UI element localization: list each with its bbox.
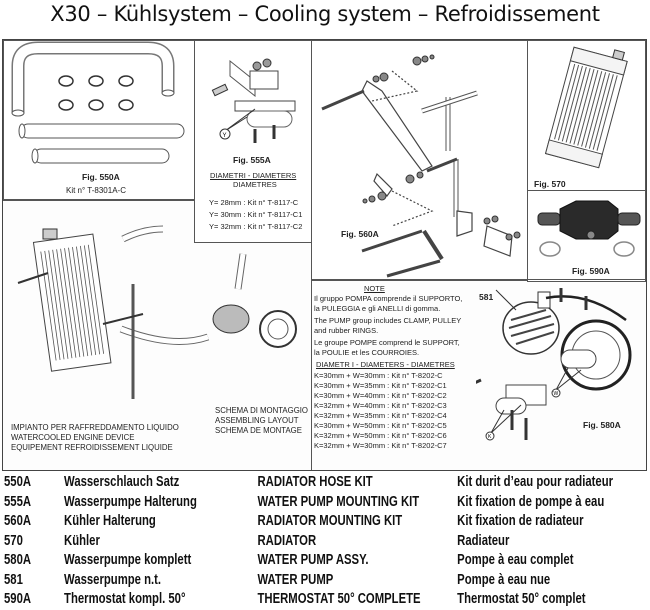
part-code: 570 — [4, 532, 23, 549]
panel-fig-560a: Fig. 560A — [311, 40, 529, 281]
fig-580a-callout-581: 581 — [479, 292, 494, 302]
note-kit-1: K=30mm + W=35mm : Kit n° T-8202-C1 — [314, 381, 447, 390]
fig-550a-label: Fig. 550A — [82, 172, 120, 182]
part-name-fr: Thermostat 50° complet — [457, 591, 586, 607]
part-code: 550A — [4, 474, 32, 490]
fig-555a-diam-header-1: DIAMETRI - DIAMETERS — [210, 171, 297, 180]
radiator-illustration — [544, 46, 628, 169]
part-name-de: Wasserpumpe n.t. — [64, 571, 162, 588]
assembly-caption-left-2: EQUIPEMENT REFROIDISSEMENT LIQUIDE — [11, 443, 173, 452]
note-it-0: Il gruppo POMPA comprende il SUPPORTO, — [314, 294, 463, 303]
note-it-1: la PULEGGIA e gli ANELLI di gomma. — [314, 304, 441, 313]
part-name-en: WATER PUMP — [257, 571, 334, 588]
part-name-de: Wasserpumpe komplett — [64, 552, 192, 568]
radiator-mount-illustration — [321, 54, 521, 278]
part-name-fr: Pompe à eau complet — [457, 552, 574, 568]
panel-fig-590a: Fig. 590A — [527, 190, 646, 282]
note-fr-0: Le groupe POMPE comprend le SUPPORT, — [314, 338, 460, 347]
part-code: 580A — [4, 552, 32, 568]
fig-555a-kit-1: Y= 30mm : Kit n° T-8117-C1 — [209, 210, 303, 219]
panel-note: NOTE Il gruppo POMPA comprende il SUPPOR… — [311, 279, 646, 470]
thermostat-illustration — [537, 200, 641, 257]
part-code: 581 — [4, 571, 23, 588]
marker-w: W — [554, 391, 559, 397]
part-name-fr: Kit fixation de radiateur — [457, 513, 584, 529]
note-kit-7: K=32mm + W=30mm : Kit n° T-8202-C7 — [314, 441, 447, 450]
part-name-de: Wasserschlauch Satz — [64, 474, 180, 490]
pump-mount-illustration: Y — [211, 58, 296, 143]
assembly-caption-right-0: SCHEMA DI MONTAGGIO — [215, 406, 308, 415]
fig-555a-kit-0: Y= 28mm : Kit n° T-8117-C — [209, 198, 299, 207]
part-code: 590A — [4, 591, 32, 607]
panel-fig-570: Fig. 570 — [527, 40, 646, 192]
fig-570-label: Fig. 570 — [534, 179, 566, 189]
part-code: 560A — [4, 513, 32, 529]
page-title: X30 – Kühlsystem – Cooling system – Refr… — [50, 2, 600, 26]
part-name-en: THERMOSTAT 50° COMPLETE — [257, 591, 421, 607]
note-kit-3: K=32mm + W=40mm : Kit n° T-8202-C3 — [314, 401, 447, 410]
note-kit-4: K=32mm + W=35mm : Kit n° T-8202-C4 — [314, 411, 447, 420]
note-kit-5: K=30mm + W=50mm : Kit n° T-8202-C5 — [314, 421, 447, 430]
part-name-de: Wasserpumpe Halterung — [64, 493, 197, 510]
part-name-fr: Kit fixation de pompe à eau — [457, 493, 605, 510]
note-en-0: The PUMP group includes CLAMP, PULLEY — [314, 316, 462, 325]
part-name-en: RADIATOR — [257, 532, 317, 549]
part-name-de: Thermostat kompl. 50° — [64, 591, 186, 607]
fig-555a-kit-2: Y= 32mm : Kit n° T-8117-C2 — [209, 222, 303, 231]
note-kit-6: K=32mm + W=50mm : Kit n° T-8202-C6 — [314, 431, 447, 440]
note-en-1: and rubber RINGS. — [314, 326, 379, 335]
fig-590a-label: Fig. 590A — [572, 266, 610, 276]
part-name-en: RADIATOR MOUNTING KIT — [257, 513, 403, 529]
assembly-illustration — [17, 225, 297, 399]
part-name-fr: Kit durit d’eau pour radiateur — [457, 474, 614, 490]
divider-left-horizontal — [3, 199, 195, 200]
assembly-caption-left-0: IMPIANTO PER RAFFREDDAMENTO LIQUIDO — [11, 423, 179, 432]
fig-560a-label: Fig. 560A — [341, 229, 379, 239]
divider-left-vertical — [311, 279, 312, 470]
note-diam-header: DIAMETR I - DIAMETERS - DIAMETRES — [316, 360, 455, 369]
assembly-caption-right-2: SCHEMA DE MONTAGE — [215, 426, 302, 435]
part-name-fr: Radiateur — [457, 532, 510, 549]
panel-fig-550a: Fig. 550A Kit n° T-8301A-C — [3, 40, 195, 201]
water-pump-assy-illustration: K W — [476, 288, 632, 441]
marker-y: Y — [223, 133, 227, 139]
assembly-caption-left-1: WATERCOOLED ENGINE DEVICE — [11, 433, 135, 442]
diagram-frame: Fig. 550A Kit n° T-8301A-C Y Fig. 555A D… — [2, 39, 647, 471]
panel-assembly-layout: IMPIANTO PER RAFFREDDAMENTO LIQUIDO WATE… — [3, 199, 313, 470]
panel-fig-555a: Y Fig. 555A DIAMETRI - DIAMETERS DIAMETR… — [194, 40, 312, 243]
fig-550a-kit: Kit n° T-8301A-C — [66, 186, 126, 195]
marker-k: K — [488, 434, 492, 440]
fig-555a-label: Fig. 555A — [233, 155, 271, 165]
fig-580a-label: Fig. 580A — [583, 420, 621, 430]
fig-555a-diam-header-2: DIAMETRES — [233, 180, 277, 189]
part-name-en: WATER PUMP ASSY. — [257, 552, 369, 568]
part-name-en: WATER PUMP MOUNTING KIT — [257, 493, 420, 510]
assembly-caption-right-1: ASSEMBLING LAYOUT — [215, 416, 299, 425]
part-name-en: RADIATOR HOSE KIT — [257, 474, 373, 490]
note-kit-0: K=30mm + W=30mm : Kit n° T-8202-C — [314, 371, 443, 380]
part-name-de: Kühler — [64, 532, 100, 549]
note-heading: NOTE — [364, 284, 385, 293]
note-kit-2: K=30mm + W=40mm : Kit n° T-8202-C2 — [314, 391, 447, 400]
part-name-fr: Pompe à eau nue — [457, 571, 551, 588]
hose-kit-illustration — [11, 41, 185, 164]
part-code: 555A — [4, 493, 32, 510]
part-name-de: Kühler Halterung — [64, 513, 156, 529]
note-fr-1: la POULIE et les COURROIES. — [314, 348, 420, 357]
